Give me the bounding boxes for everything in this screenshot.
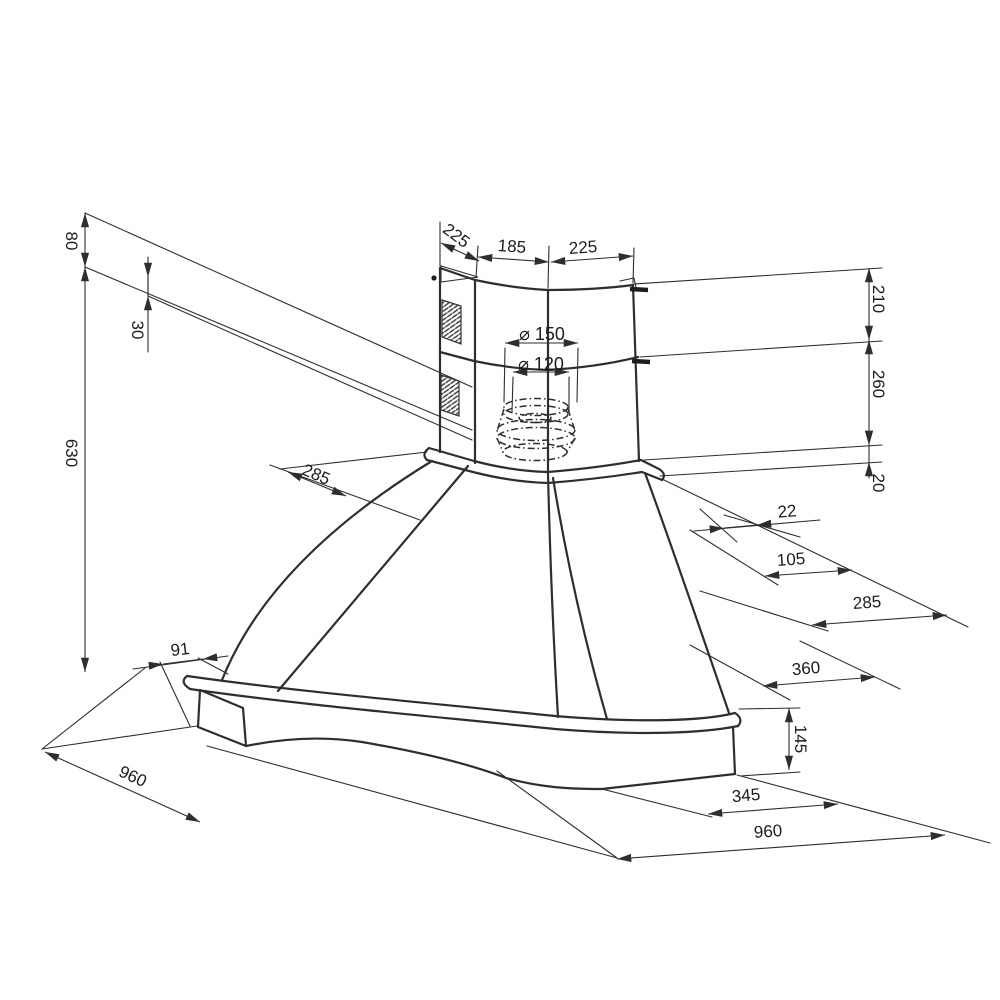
projection-lines	[41, 212, 991, 859]
canopy-center-crease	[546, 471, 560, 719]
wall-tab-pin-icon	[631, 358, 651, 365]
dim-label-upper-section: 210	[869, 285, 888, 313]
dim-label-duct-inner: ⌀ 120	[518, 354, 564, 374]
trim-top-edge	[185, 674, 737, 722]
dim-label-depth-right: 285	[852, 592, 882, 613]
dim-label-chimney-front-left: 185	[497, 236, 527, 257]
duct-adapter	[496, 397, 576, 462]
trim-left-cap	[182, 674, 192, 691]
vent-grille-icon	[440, 374, 460, 417]
dim-label-bracket-offset: 30	[128, 321, 147, 340]
dim-label-offset-small: 22	[777, 501, 798, 522]
vent-grille-icon	[441, 299, 462, 345]
canopy-right-slant	[643, 471, 731, 715]
dim-label-adjust-range: 80	[62, 232, 81, 251]
chimney-top-edge	[438, 266, 635, 292]
canopy-left-fold	[276, 464, 470, 693]
mounting-bracket-icon	[440, 265, 479, 283]
dim-label-chimney-left-depth: 225	[439, 219, 473, 251]
trim-right-cap	[733, 711, 742, 728]
chimney-right-edge	[631, 283, 641, 463]
dim-label-collar-height: 20	[869, 474, 888, 493]
canopy-left-slant	[220, 459, 434, 682]
dim-label-floor-right-width: 960	[753, 821, 783, 842]
hood-outline	[182, 265, 742, 791]
dim-label-offset-mid: 105	[776, 549, 806, 570]
collar-left-cap	[423, 446, 431, 462]
base-left-face	[196, 688, 248, 748]
base-right-fold	[731, 725, 737, 776]
dim-label-trim-overhang: 91	[170, 639, 191, 660]
dim-label-canopy-left-depth: 285	[299, 460, 333, 489]
dim-label-canopy-depth: 360	[791, 658, 821, 679]
dim-label-base-height: 145	[791, 725, 810, 753]
canopy-right-fold	[551, 476, 609, 721]
base-valance-curve	[244, 737, 604, 791]
dim-label-total-height: 630	[62, 439, 81, 467]
dim-label-front-offset: 345	[731, 785, 761, 806]
wall-tab-pin-icon	[629, 286, 649, 293]
dimension-lines	[44, 213, 948, 862]
dim-label-lower-section: 260	[869, 370, 888, 398]
dim-label-chimney-front-right: 225	[568, 237, 598, 258]
bracket-screw-icon	[431, 275, 437, 281]
trim-bottom-edge	[188, 687, 740, 735]
base-bottom-right-edge	[600, 772, 737, 791]
dim-label-duct-outer: ⌀ 150	[519, 324, 565, 344]
